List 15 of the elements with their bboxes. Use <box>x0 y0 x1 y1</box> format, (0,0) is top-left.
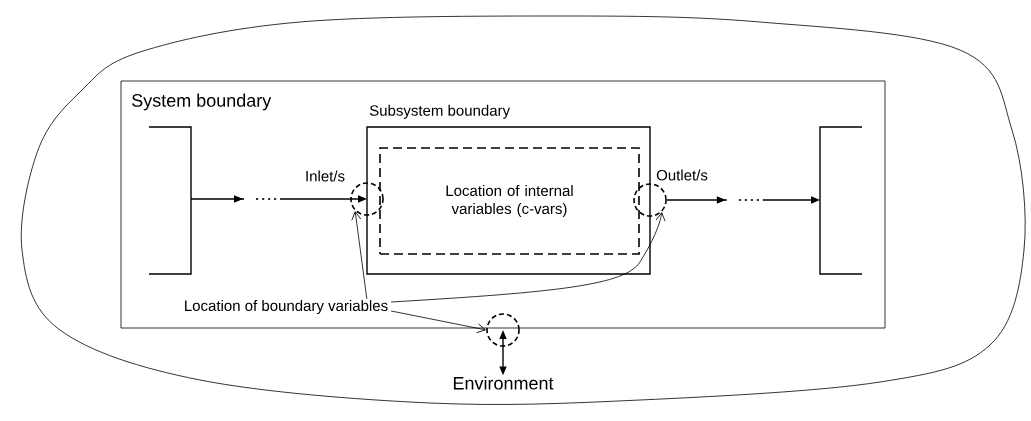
dashed-circle <box>633 183 667 217</box>
label-text: Environment <box>453 376 554 390</box>
leader-line <box>390 310 486 334</box>
edge-label: Inlet/s <box>304 169 346 183</box>
leader-line <box>390 212 666 303</box>
bracket <box>819 126 863 275</box>
bracket <box>148 126 192 275</box>
leader-line <box>351 211 368 300</box>
dashed-circle <box>350 182 384 216</box>
node-label: Subsystem boundary <box>369 104 511 119</box>
label-text: Location of boundary variables <box>185 300 388 314</box>
edge-label: Outlet/s <box>655 168 709 182</box>
dashed-box: Location of internal variables (c-vars) <box>379 147 640 255</box>
dashed-circle <box>486 313 520 347</box>
environment-outline <box>20 15 1026 405</box>
